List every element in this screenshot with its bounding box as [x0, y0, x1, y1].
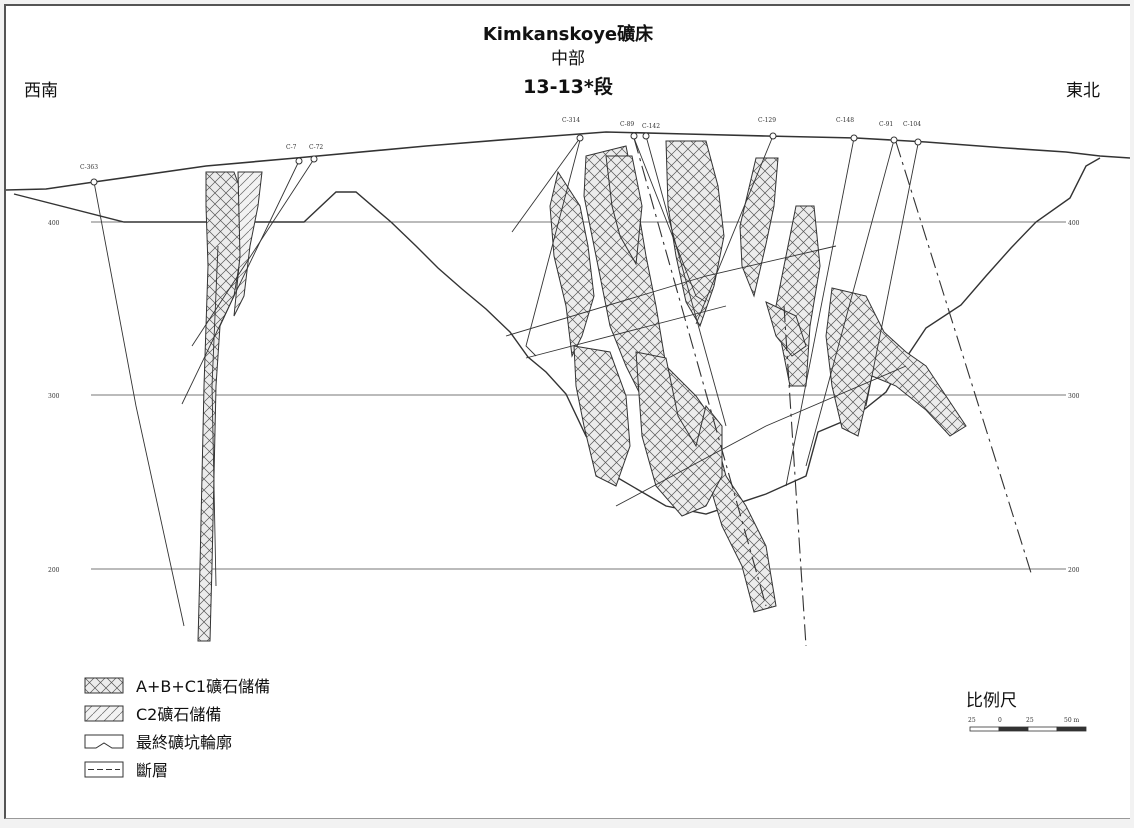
ore-body-central-6 [635, 351, 723, 517]
scale-tick: 25 [1026, 717, 1034, 724]
pit-outline-swatch-icon [84, 734, 124, 748]
fault-swatch-icon [84, 761, 124, 777]
drillhole-labels: C-363 C-7 C-72 C-314 C-89 C-142 C-129 C-… [80, 117, 921, 171]
ore-body-central-4 [665, 140, 725, 328]
trace-inclined-2 [525, 305, 727, 359]
section-number: 13-13*段 [523, 76, 613, 98]
elev-right-200: 200 [1068, 567, 1080, 574]
drillhole-collars [90, 132, 922, 186]
trace-c-72 [191, 158, 315, 347]
drillhole-label: C-7 [286, 144, 297, 151]
legend-label: 最終礦坑輪廓 [136, 733, 233, 752]
trace-c-142 [645, 135, 727, 427]
ore-body-west [197, 171, 245, 642]
scale-tick: 50 m [1064, 717, 1080, 724]
diagonal-swatch-icon [84, 705, 124, 721]
trace-c-363 [93, 181, 185, 627]
trace-inclined-3 [615, 365, 907, 507]
ore-body-central-3 [605, 155, 643, 266]
legend-item-c2: C2礦石儲備 [84, 701, 221, 725]
direction-southwest: 西南 [24, 81, 58, 101]
elev-right-300: 300 [1068, 393, 1080, 400]
legend-item-fault: 斷層 [84, 757, 168, 781]
figure-subtitle: 中部 [551, 49, 585, 69]
elev-left-200: 200 [48, 567, 60, 574]
ore-body-east-1 [739, 157, 779, 298]
ore-body-central-5 [573, 345, 631, 487]
drillhole-traces [93, 135, 919, 627]
faults [633, 137, 1033, 647]
drillhole-label: C-72 [309, 144, 323, 151]
ore-body-central-2 [583, 145, 777, 613]
crosshatch-swatch-icon [84, 677, 124, 693]
drillhole-label: C-142 [642, 123, 660, 130]
elev-left-400: 400 [48, 220, 60, 227]
elev-right-400: 400 [1068, 220, 1080, 227]
trace-c-7 [181, 160, 300, 405]
legend-label: A+B+C1礦石儲備 [136, 677, 271, 696]
scale-tick: 25 [968, 717, 976, 724]
elev-left-300: 300 [48, 393, 60, 400]
scale-tick: 0 [998, 717, 1002, 724]
drillhole-label: C-314 [562, 117, 580, 124]
cross-section-figure: Kimkanskoye礦床 中部 13-13*段 西南 東北 400 300 2… [4, 4, 1130, 819]
ore-body-east-3 [825, 287, 967, 437]
drillhole-label: C-129 [758, 117, 776, 124]
drillhole-label: C-104 [903, 121, 921, 128]
trace-c-104 [865, 143, 919, 407]
scale-label: 比例尺 [966, 691, 1017, 711]
ore-body-west-c2 [233, 171, 263, 317]
drillhole-label: C-89 [620, 121, 634, 128]
legend-item-abc1: A+B+C1礦石儲備 [84, 673, 270, 697]
ore-reserves-abc1 [197, 140, 967, 642]
ground-surface [6, 131, 1130, 191]
trace-c-89 [633, 137, 707, 303]
trace-c-314a [511, 137, 581, 233]
fault-1 [633, 137, 767, 607]
figure-title: Kimkanskoye礦床 [482, 24, 654, 45]
fault-3 [783, 305, 807, 647]
fault-2 [895, 141, 1033, 577]
trace-c-314b [525, 139, 581, 357]
drillhole-label: C-363 [80, 164, 98, 171]
elevation-labels: 400 300 200 400 300 200 [48, 220, 1080, 574]
legend-item-pit: 最終礦坑輪廓 [84, 729, 232, 753]
trace-inclined-1 [505, 245, 837, 337]
geologic-section-drawing: 400 300 200 400 300 200 [6, 117, 1130, 732]
legend-label: C2礦石儲備 [136, 705, 222, 724]
trace-c-148 [785, 137, 855, 487]
legend-label: 斷層 [136, 761, 169, 780]
trace-c-129 [695, 135, 774, 325]
drillhole-label: C-91 [879, 121, 893, 128]
ore-body-east-2 [775, 205, 821, 387]
trace-c-91 [805, 139, 895, 467]
drillhole-label: C-148 [836, 117, 854, 124]
direction-northeast: 東北 [1066, 81, 1100, 101]
scale-bar: 25 0 25 50 m [968, 717, 1087, 732]
trace-west-deep [211, 245, 219, 587]
